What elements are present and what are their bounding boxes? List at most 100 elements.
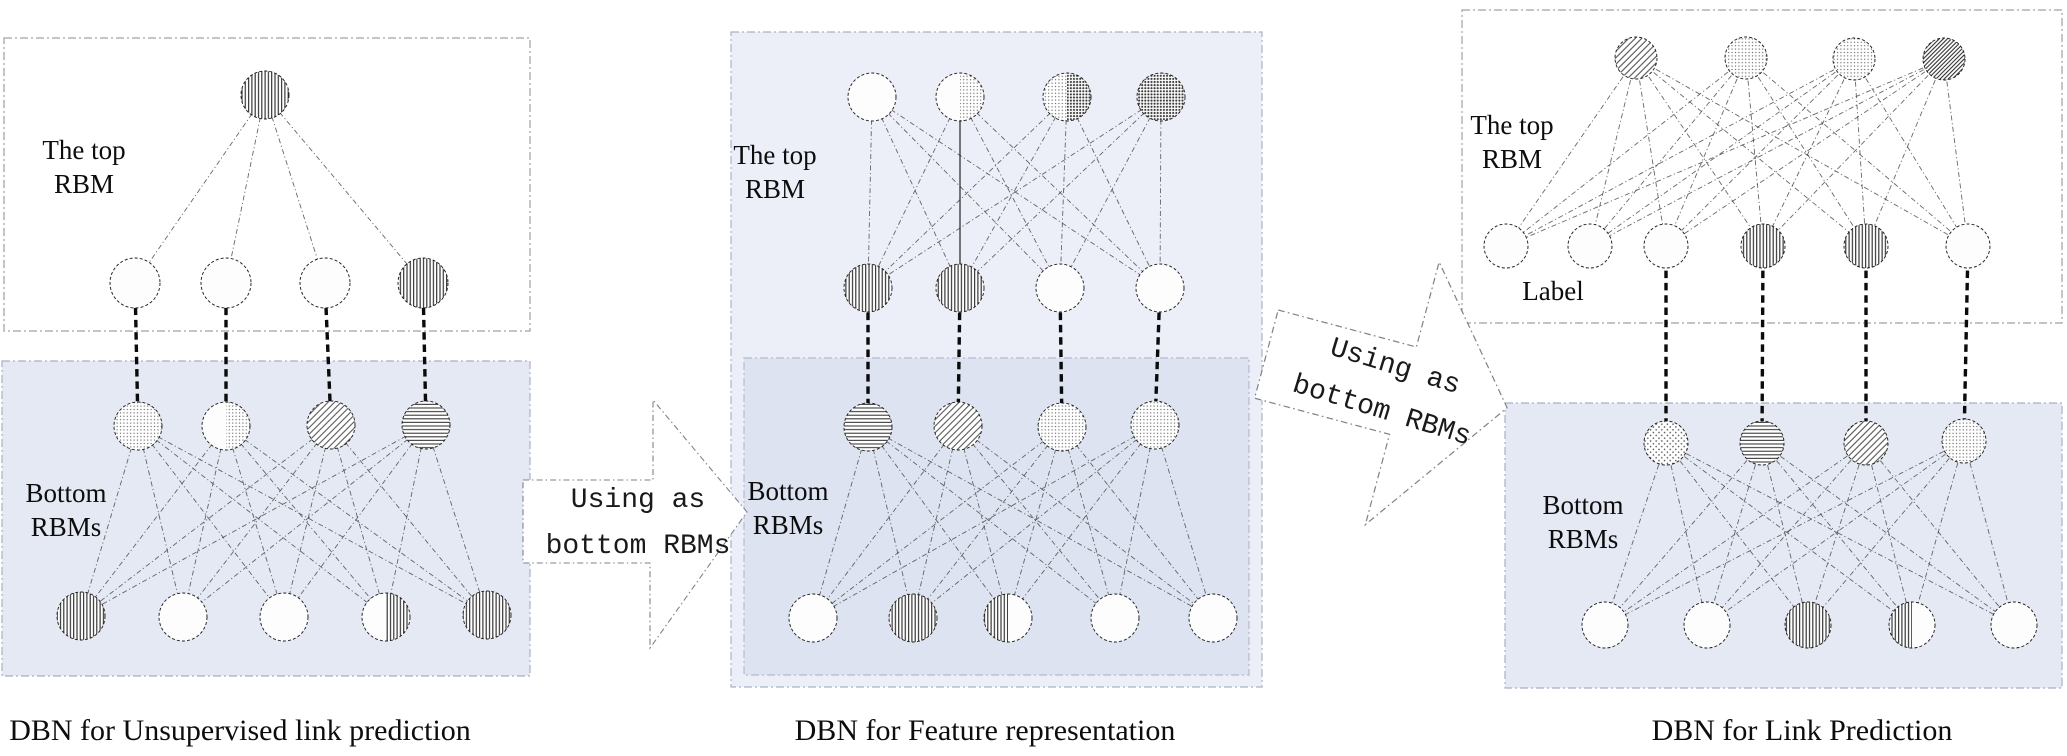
linkprediction-node-v-2 [1784,601,1832,649]
unsupervised-node-v-0 [56,591,106,641]
feature-node-h1-1-right-half [960,73,984,121]
linkprediction-node-v-3-right-half [1912,602,1935,648]
linkprediction-edge-h31-v4 [1761,442,2015,626]
unsupervised-edge-h21-v2 [225,425,285,618]
unsupervised-edge-h20-v1 [137,425,184,618]
feature-edge-h32-v0 [812,426,1063,619]
unsupervised-edge-h20-v3 [137,425,387,618]
feature-edge-h31-v4 [957,425,1214,619]
linkprediction-edge-h33-v1 [1706,440,1965,626]
unsupervised-edge-h23-v0 [80,424,427,617]
feature-edge-h10-h22 [871,96,1061,289]
linkprediction-edge-h30-v3 [1665,442,1913,626]
feature-edge-h32-v1 [912,426,1063,619]
unsupervised-edge-h20-v0 [80,425,139,617]
feature-node-h2-1 [935,263,985,313]
middle-top-rbm-line1: The top [733,140,817,170]
arrow1-label-line2: bottom RBMs [545,531,731,562]
right-top-rbm-label: The top RBM [1402,108,1622,176]
feature-edge-h32-v4 [1061,426,1214,619]
unsupervised-node-h2-0 [113,401,163,451]
unsupervised-node-v-2 [259,592,309,642]
unsupervised-node-h1-2 [299,257,351,309]
feature-node-h3-1 [933,401,983,451]
feature-edge-h13-h21 [959,96,1162,289]
feature-edge-h12-h23 [1066,96,1161,289]
linkprediction-edge-h10-h20 [1505,57,1637,247]
unsupervised-node-h2-1-right-half [226,402,250,450]
feature-edge-h30-v1 [867,426,914,619]
feature-edge-h33-v4 [1154,424,1214,619]
linkprediction-node-h1-1 [1724,36,1768,80]
feature-edge-h13-h22 [1059,96,1162,289]
feature-node-h3-3 [1130,400,1180,450]
left-bottom-rbms-label: Bottom RBMs [0,476,176,544]
linkprediction-edge-h31-v1 [1706,442,1763,626]
linkprediction-node-v-3 [1888,601,1936,649]
unsupervised-edge-h22-v2 [283,424,332,618]
linkprediction-edge-h10-h21 [1589,57,1637,247]
linkprediction-edge-h23-h31 [1760,245,1765,444]
right-bottom-rbms-label: Bottom RBMs [1473,488,1693,556]
feature-node-v-2-right-half [1008,594,1032,642]
feature-node-h1-2-left-half [1043,73,1067,121]
linkprediction-node-h1-3 [1922,37,1966,81]
unsupervised-node-h2-3 [401,400,451,450]
unsupervised-edge-h21-v4 [225,425,488,616]
unsupervised-edge-t0-h11 [225,94,266,284]
unsupervised-node-h1-3 [397,257,449,309]
feature-edge-h30-v4 [867,426,1214,619]
unsupervised-node-v-3-right-half [386,593,410,641]
linkprediction-edge-h32-v4 [1865,442,2015,626]
linkprediction-node-h1-2 [1832,37,1876,81]
linkprediction-node-h3-2 [1843,420,1889,466]
unsupervised-edge-h22-v3 [330,424,387,618]
unsupervised-node-h2-1-left-half [202,402,226,450]
linkprediction-edge-h13-h23 [1762,58,1945,247]
middle-top-rbm-label: The top RBM [665,138,885,206]
linkprediction-edge-h30-v4 [1665,442,2015,626]
linkprediction-edge-h25-h33 [1962,245,1970,442]
feature-node-h1-1 [935,72,985,122]
feature-node-v-3 [1090,593,1140,643]
right-top-rbm-line2: RBM [1481,144,1543,174]
linkprediction-node-v-1 [1683,601,1731,649]
linkprediction-edge-h11-h25 [1745,57,1969,247]
using-as-bottom-rbms-arrow-2 [1253,260,1508,527]
feature-edge-h33-v0 [812,424,1156,619]
linkprediction-edge-h11-h20 [1505,57,1747,247]
feature-edge-h32-v2 [1007,426,1063,619]
linkprediction-edge-h33-v0 [1604,440,1965,626]
linkprediction-edge-h11-h23 [1745,57,1764,247]
unsupervised-node-h1-1 [200,257,252,309]
feature-node-v-0 [788,593,838,643]
unsupervised-edge-h20-v4 [137,425,488,616]
feature-node-h1-3 [1136,72,1186,122]
feature-edge-h32-v3 [1061,426,1116,619]
linkprediction-node-h1-0 [1614,36,1658,80]
linkprediction-node-h3-0 [1643,420,1689,466]
linkprediction-edge-h10-h22 [1635,57,1667,247]
unsupervised-edge-h21-v3 [225,425,387,618]
feature-node-v-2 [983,593,1033,643]
feature-edge-h13-h23 [1159,96,1162,289]
linkprediction-edge-h30-v2 [1665,442,1809,626]
feature-node-v-1 [888,593,938,643]
linkprediction-node-v-4 [1990,601,2038,649]
unsupervised-edge-h23-v4 [425,424,488,616]
feature-edge-h31-v3 [957,425,1116,619]
linkprediction-edge-h31-v2 [1761,442,1809,626]
feature-node-h2-3 [1135,263,1185,313]
linkprediction-node-h2-0 [1483,223,1529,269]
feature-node-v-2-left-half [984,594,1008,642]
linkprediction-edge-h12-h20 [1505,58,1855,247]
using-as-bottom-rbms-arrow-1 [522,398,748,650]
feature-edge-h12-h22 [1059,96,1068,289]
caption-unsupervised: DBN for Unsupervised link prediction [9,714,471,747]
unsupervised-edge-t0-h13 [264,94,424,284]
feature-edge-h10-h21 [871,96,961,289]
feature-edge-h12-h20 [867,96,1068,289]
left-top-rbm-label: The top RBM [0,133,194,201]
